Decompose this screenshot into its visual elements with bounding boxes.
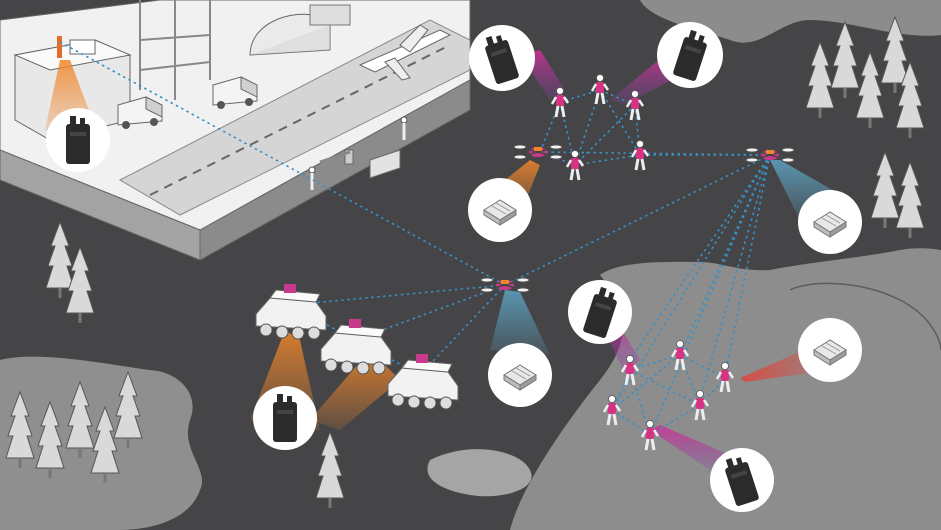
jet bbox=[358, 24, 452, 81]
callout-lower-squad-radio-bottom bbox=[710, 448, 774, 512]
gate-barrier bbox=[319, 149, 401, 179]
callout-upper-drone-module bbox=[468, 178, 532, 242]
callout-lower-squad-radio bbox=[568, 280, 632, 344]
callout-center-drone-module bbox=[488, 343, 552, 407]
callout-lower-squad-module bbox=[798, 318, 862, 382]
callouts bbox=[46, 22, 862, 512]
lowland-upper bbox=[640, 0, 941, 43]
callout-vehicle-radio bbox=[253, 386, 317, 450]
callout-tower-radio bbox=[46, 108, 110, 172]
contour-line bbox=[789, 282, 941, 351]
scaffold-tower bbox=[139, 0, 211, 100]
callout-right-drone-module bbox=[798, 190, 862, 254]
container bbox=[309, 4, 351, 26]
radio-mast-icon bbox=[57, 36, 62, 58]
airbase bbox=[0, 0, 471, 261]
pond bbox=[427, 449, 532, 497]
control-building bbox=[13, 36, 132, 141]
callout-upper-squad-radio-left bbox=[469, 25, 535, 91]
callout-upper-squad-radio-right bbox=[657, 22, 723, 88]
